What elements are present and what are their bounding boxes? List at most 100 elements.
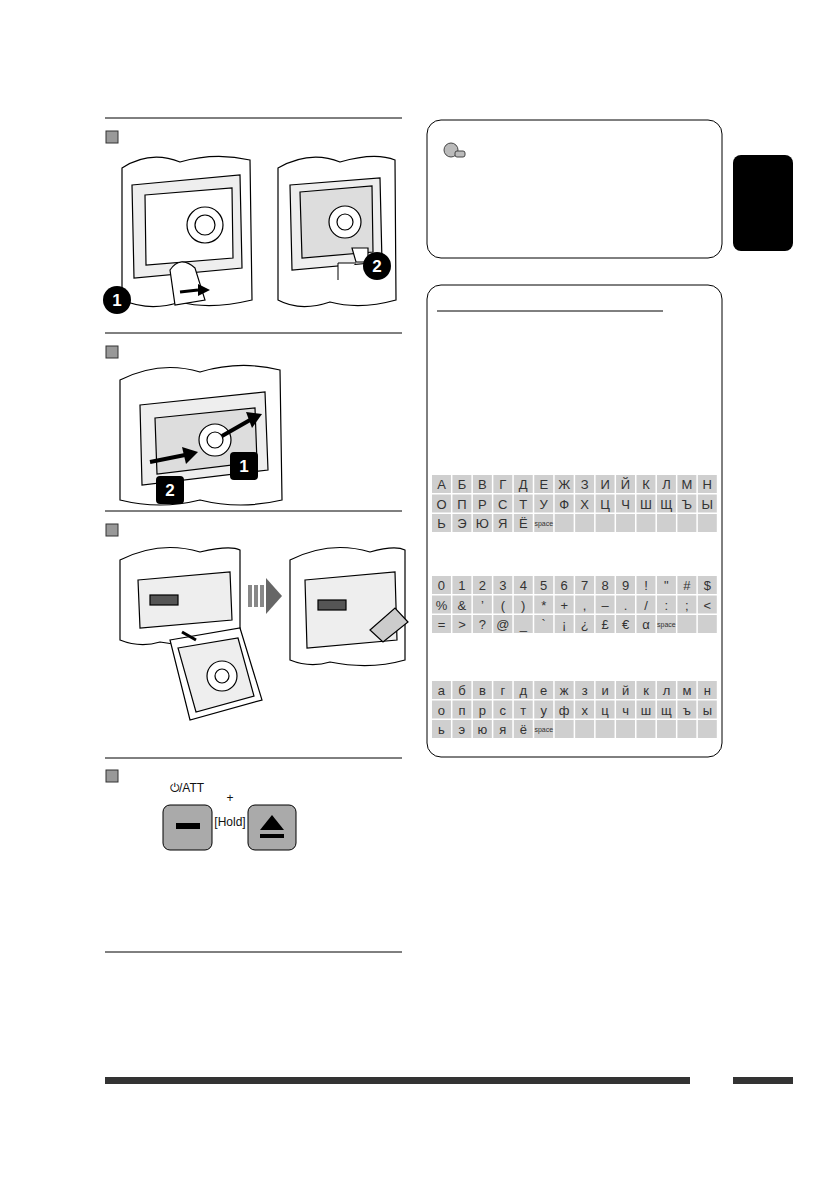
table-cell: М <box>681 478 692 491</box>
table-cell: у <box>540 703 547 716</box>
table-cell: 6 <box>561 579 568 592</box>
table-cell: Н <box>703 478 712 491</box>
table-cell: й <box>622 684 629 697</box>
table-cell: Б <box>458 478 467 491</box>
table-cell: £ <box>601 618 608 631</box>
table-cell: " <box>664 579 669 592</box>
table-cell: = <box>438 618 446 631</box>
table-cell: ч <box>622 703 629 716</box>
table-cell: ! <box>644 579 648 592</box>
table-cell: * <box>541 598 546 611</box>
table-cell: space <box>534 520 553 527</box>
table-cell: Ы <box>702 497 714 510</box>
table-cell: в <box>479 684 486 697</box>
table-cell: Щ <box>660 497 672 510</box>
table-cell: Я <box>498 517 507 530</box>
table-cell: б <box>458 684 465 697</box>
table-cell: ` <box>542 618 546 631</box>
table-cell: В <box>478 478 487 491</box>
table-cell: < <box>704 598 712 611</box>
table-cell: 3 <box>499 579 506 592</box>
table-cell: о <box>438 703 445 716</box>
button-label: ⏻/ATT <box>170 782 204 794</box>
table-cell: х <box>581 703 588 716</box>
table-cell: ( <box>501 598 505 611</box>
table-cell: п <box>458 703 465 716</box>
table-cell: Е <box>539 478 548 491</box>
table-cell: 7 <box>581 579 588 592</box>
table-cell: К <box>642 478 650 491</box>
table-cell: & <box>458 598 467 611</box>
table-cell: Э <box>457 517 466 530</box>
table-cell: Р <box>478 497 487 510</box>
table-cell: и <box>601 684 608 697</box>
table-cell: И <box>600 478 609 491</box>
table-cell: α <box>642 618 650 631</box>
table-cell: > <box>458 618 466 631</box>
table-cell: ¿ <box>581 618 589 631</box>
table-cell: Г <box>499 478 506 491</box>
table-cell: ? <box>479 618 486 631</box>
table-cell: ц <box>601 703 608 716</box>
table-cell: я <box>499 723 506 736</box>
table-cell: г <box>500 684 505 697</box>
table-cell: ж <box>560 684 569 697</box>
table-cell: м <box>682 684 691 697</box>
table-cell: # <box>683 579 690 592</box>
table-cell: % <box>436 598 448 611</box>
table-cell: ф <box>559 703 570 716</box>
table-cell: Ь <box>437 517 446 530</box>
table-cell: л <box>663 684 671 697</box>
table-cell: ъ <box>683 703 691 716</box>
table-cell: Ё <box>519 517 528 530</box>
table-cell: А <box>437 478 446 491</box>
table-cell: $ <box>704 579 711 592</box>
table-cell: У <box>540 497 548 510</box>
table-cell: ш <box>641 703 651 716</box>
table-cell: О <box>436 497 446 510</box>
button-label: [Hold] <box>214 816 245 828</box>
table-cell: к <box>643 684 649 697</box>
table-cell: а <box>438 684 445 697</box>
table-cell: р <box>479 703 486 716</box>
table-cell: : <box>665 598 669 611</box>
table-cell: 4 <box>520 579 527 592</box>
table-cell: 1 <box>458 579 465 592</box>
table-cell: 5 <box>540 579 547 592</box>
table-cell: ю <box>478 723 488 736</box>
table-cell: щ <box>661 703 672 716</box>
table-cell: Т <box>519 497 527 510</box>
table-cell: д <box>519 684 527 697</box>
table-cell: Л <box>662 478 671 491</box>
table-cell: Ф <box>559 497 569 510</box>
callout-number: 2 <box>372 258 381 275</box>
table-cell: Ж <box>558 478 570 491</box>
table-cell: – <box>601 598 608 611</box>
table-cell: Й <box>621 478 630 491</box>
table-cell: _ <box>520 618 527 631</box>
button-label: + <box>226 792 233 804</box>
table-cell: ь <box>438 723 445 736</box>
table-cell: space <box>657 621 676 628</box>
table-cell: н <box>704 684 711 697</box>
table-cell: Ш <box>640 497 652 510</box>
callout-number: 1 <box>112 292 121 309</box>
table-cell: ’ <box>481 598 484 611</box>
table-cell: П <box>457 497 466 510</box>
table-cell: С <box>498 497 507 510</box>
callout-number: 1 <box>239 458 248 475</box>
table-cell: Ю <box>476 517 489 530</box>
table-cell: Ч <box>621 497 630 510</box>
table-cell: / <box>644 598 648 611</box>
table-cell: з <box>582 684 588 697</box>
table-cell: @ <box>496 618 509 631</box>
table-cell: с <box>500 703 507 716</box>
table-cell: З <box>581 478 589 491</box>
table-cell: ¡ <box>562 618 566 631</box>
table-cell: 2 <box>479 579 486 592</box>
table-cell: 9 <box>622 579 629 592</box>
table-cell: ы <box>703 703 712 716</box>
table-cell: ; <box>685 598 689 611</box>
